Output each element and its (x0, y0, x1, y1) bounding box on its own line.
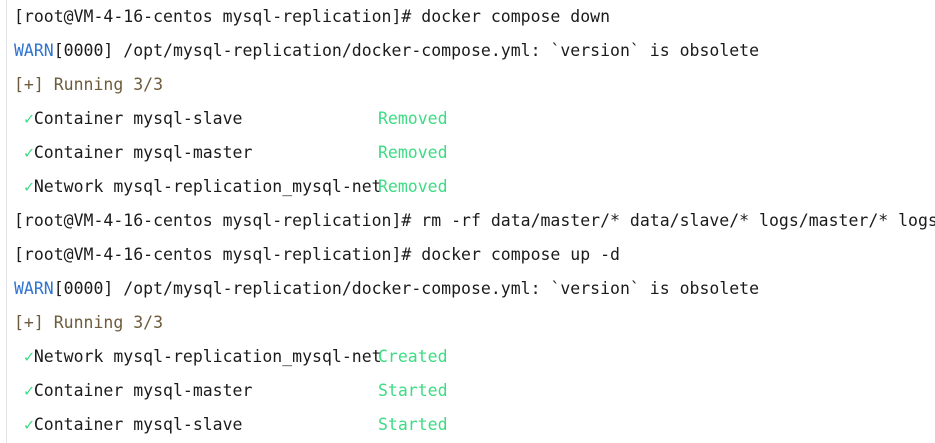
terminal-line: WARN[0000] /opt/mysql-replication/docker… (14, 34, 935, 68)
indent-spacer (14, 143, 24, 162)
terminal-line: WARN[0000] /opt/mysql-replication/docker… (14, 272, 935, 306)
warn-message: [0000] /opt/mysql-replication/docker-com… (53, 41, 760, 60)
shell-command: docker compose down (411, 7, 611, 26)
terminal-line-content: [root@VM-4-16-centos mysql-replication]#… (14, 0, 935, 34)
running-progress-label: [+] Running 3/3 (14, 75, 164, 94)
resource-label: Container mysql-slave (33, 109, 243, 128)
warn-level-label: WARN (14, 279, 54, 298)
resource-status: Started (378, 381, 448, 400)
check-icon: ✓ (23, 415, 34, 434)
terminal-line-content: ✓Container mysql-master Removed (14, 136, 935, 170)
terminal-line-content: ✓Container mysql-master Started (14, 374, 935, 408)
terminal-line-content: [+] Running 3/3 (14, 68, 935, 102)
warn-message: [0000] /opt/mysql-replication/docker-com… (53, 279, 760, 298)
terminal-line-content: WARN[0000] /opt/mysql-replication/docker… (14, 272, 935, 306)
resource-status: Removed (378, 177, 448, 196)
terminal-line-content: [root@VM-4-16-centos mysql-replication]#… (14, 238, 935, 272)
indent-spacer (14, 347, 24, 366)
resource-status: Started (378, 415, 448, 434)
terminal-line: [+] Running 3/3 (14, 306, 935, 340)
terminal-line: ✓Container mysql-slave Started (14, 408, 935, 442)
terminal-line: [root@VM-4-16-centos mysql-replication]#… (14, 238, 935, 272)
indent-spacer (14, 109, 24, 128)
warn-level-label: WARN (14, 41, 54, 60)
terminal-line: [+] Running 3/3 (14, 68, 935, 102)
terminal-line: ✓Container mysql-slave Removed (14, 102, 935, 136)
terminal-line: [root@VM-4-16-centos mysql-replication]#… (14, 204, 935, 238)
shell-command: docker compose up -d (411, 245, 620, 264)
resource-label: Container mysql-slave (33, 415, 243, 434)
indent-spacer (14, 381, 24, 400)
indent-spacer (14, 177, 24, 196)
resource-status: Removed (378, 109, 448, 128)
terminal-line-content: ✓Container mysql-slave Removed (14, 102, 935, 136)
resource-status: Removed (378, 143, 448, 162)
resource-label: Container mysql-master (33, 381, 253, 400)
shell-prompt: [root@VM-4-16-centos mysql-replication]# (14, 7, 412, 26)
check-icon: ✓ (23, 177, 34, 196)
check-icon: ✓ (23, 347, 34, 366)
resource-label: Container mysql-master (33, 143, 253, 162)
running-progress-label: [+] Running 3/3 (14, 313, 164, 332)
resource-status: Created (378, 347, 448, 366)
shell-command: rm -rf data/master/* data/slave/* logs/m… (421, 211, 935, 230)
resource-label: Network mysql-replication_mysql-net (33, 347, 382, 366)
check-icon: ✓ (23, 109, 34, 128)
check-icon: ✓ (23, 381, 34, 400)
indent-spacer (14, 415, 24, 434)
terminal-line-content: ✓Container mysql-slave Started (14, 408, 935, 442)
terminal-line: [root@VM-4-16-centos mysql-replication]#… (14, 0, 935, 34)
check-icon: ✓ (23, 143, 34, 162)
terminal-line: ✓Container mysql-master Removed (14, 136, 935, 170)
terminal-line-content: [+] Running 3/3 (14, 306, 935, 340)
terminal-line-content: WARN[0000] /opt/mysql-replication/docker… (14, 34, 935, 68)
terminal-line-content: [root@VM-4-16-centos mysql-replication]#… (14, 204, 935, 238)
shell-prompt: [root@VM-4-16-centos mysql-replication]# (14, 245, 412, 264)
terminal-line: ✓Container mysql-master Started (14, 374, 935, 408)
left-gutter-rule (6, 0, 7, 443)
shell-prompt: [root@VM-4-16-centos mysql-replication]# (14, 211, 412, 230)
resource-label: Network mysql-replication_mysql-net (33, 177, 382, 196)
